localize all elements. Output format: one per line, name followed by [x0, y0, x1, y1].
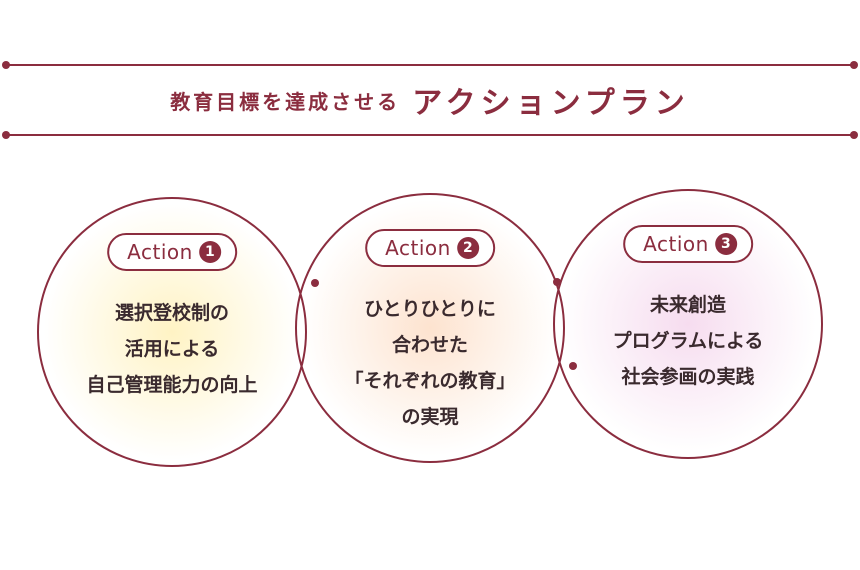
action-1-label: Action	[127, 240, 193, 264]
action-1-glow	[44, 204, 300, 460]
action-2-label: Action	[385, 236, 451, 260]
action-1: Action 1 選択登校制の 活用による 自己管理能力の向上	[37, 197, 307, 467]
action-3-description: 未来創造 プログラムによる 社会参画の実践	[553, 287, 823, 395]
description-line: 社会参画の実践	[621, 366, 755, 388]
action-2-description: ひとりひとりに 合わせた 「それぞれの教育」 の実現	[295, 291, 565, 435]
action-3-glow	[560, 196, 816, 452]
description-line: 「それぞれの教育」	[344, 370, 516, 392]
action-1-ring	[37, 197, 307, 467]
action-2-number: 2	[456, 237, 479, 259]
description-line: ひとりひとりに	[364, 298, 496, 320]
action-2: Action 2 ひとりひとりに 合わせた 「それぞれの教育」 の実現	[295, 193, 565, 463]
rule-endpoint	[850, 61, 858, 69]
bottom-rule	[2, 131, 858, 139]
action-2-glow	[302, 200, 558, 456]
connector-dot	[311, 279, 319, 287]
action-plan-diagram: Action 1 選択登校制の 活用による 自己管理能力の向上 Action 2…	[0, 150, 860, 490]
action-3-label: Action	[643, 232, 709, 256]
action-1-badge: Action 1	[107, 233, 237, 271]
title-emphasis: アクションプラン	[412, 86, 690, 121]
circle-frames	[37, 189, 823, 467]
description-line: 選択登校制の	[114, 302, 229, 324]
rule-endpoint	[850, 131, 858, 139]
action-1-number: 1	[198, 241, 221, 263]
connector-dot	[553, 278, 561, 286]
action-2-badge: Action 2	[365, 229, 495, 267]
action-3-number: 3	[714, 233, 737, 255]
action-2-ring	[295, 193, 565, 463]
description-line: 合わせた	[391, 334, 468, 356]
action-3-badge: Action 3	[623, 225, 753, 263]
title-band: 教育目標を達成させる アクションプラン	[0, 0, 860, 150]
description-line: 自己管理能力の向上	[86, 374, 258, 396]
title-lead: 教育目標を達成させる	[170, 89, 401, 114]
connector-dot	[569, 362, 577, 370]
description-line: プログラムによる	[612, 330, 764, 352]
top-rule	[2, 61, 858, 69]
description-line: 活用による	[124, 338, 220, 360]
action-3: Action 3 未来創造 プログラムによる 社会参画の実践	[553, 189, 823, 459]
description-line: 未来創造	[649, 294, 726, 316]
action-1-description: 選択登校制の 活用による 自己管理能力の向上	[37, 295, 307, 403]
rule-endpoint	[2, 131, 10, 139]
description-line: の実現	[401, 406, 459, 428]
action-3-ring	[553, 189, 823, 459]
page-title: 教育目標を達成させる アクションプラン	[0, 78, 860, 122]
rule-endpoint	[2, 61, 10, 69]
